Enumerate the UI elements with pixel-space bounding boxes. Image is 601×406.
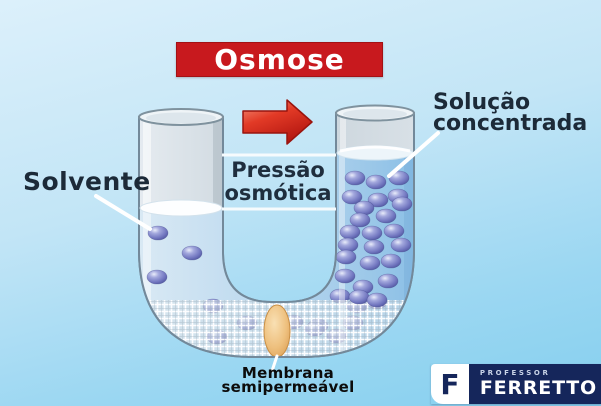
- solute-particle: [391, 196, 413, 212]
- solute-particle: [365, 174, 387, 190]
- solution-pointer-line: [387, 131, 440, 178]
- solute-particle: [335, 249, 357, 265]
- logo-subtitle: PROFESSOR: [479, 369, 551, 377]
- solute-particle: [353, 200, 375, 216]
- solute-particle: [375, 208, 397, 224]
- solute-particle: [344, 170, 366, 186]
- solute-dots-left: [146, 225, 203, 285]
- solute-particle: [377, 273, 399, 289]
- diagram-title-text: Osmose: [214, 43, 345, 76]
- membrane-pointer-line: [270, 354, 279, 373]
- solute-particle: [359, 255, 381, 271]
- solute-particle: [366, 292, 388, 308]
- u-tube-outline: [138, 112, 415, 358]
- logo-text-block: PROFESSOR FERRETTO: [468, 364, 601, 404]
- concentrated-solution-label: Solução concentrada: [433, 90, 588, 136]
- solute-particle: [390, 237, 412, 253]
- solute-particle: [367, 192, 389, 208]
- solute-particle: [348, 289, 370, 305]
- membrane-label-line1: Membrana: [241, 364, 335, 382]
- solution-label-line1: Solução: [433, 90, 531, 115]
- solute-particle: [181, 245, 203, 261]
- pressure-label-line2: osmótica: [224, 181, 332, 205]
- solute-particle: [339, 224, 361, 240]
- semipermeable-membrane-marker: [263, 304, 291, 358]
- ferretto-logo: F PROFESSOR FERRETTO: [431, 364, 601, 404]
- glass-highlight-left: [143, 121, 151, 207]
- solute-particle: [349, 212, 371, 228]
- logo-name: FERRETTO: [479, 377, 597, 399]
- solvent-pointer-line: [94, 194, 152, 231]
- solute-particle: [383, 223, 405, 239]
- solute-particle: [361, 225, 383, 241]
- solution-label-line2: concentrada: [433, 111, 588, 136]
- solute-dots-right: [334, 170, 413, 308]
- solute-particle: [334, 268, 356, 284]
- logo-f-icon: F: [431, 364, 469, 404]
- solute-particle: [380, 253, 402, 269]
- membrane-label: Membrana semipermeável: [209, 364, 367, 396]
- glass-shade-left: [213, 120, 222, 207]
- osmotic-pressure-label: Pressão osmótica: [216, 159, 340, 205]
- solute-particle: [147, 225, 169, 241]
- flow-arrow-icon: [242, 99, 313, 145]
- left-tube-rim-inner: [146, 112, 216, 124]
- left-water-surface: [139, 199, 223, 217]
- solute-particle: [363, 239, 385, 255]
- pressure-label-line1: Pressão: [231, 158, 325, 182]
- membrane-label-line2: semipermeável: [221, 378, 355, 396]
- glass-highlight-right: [340, 115, 346, 153]
- solute-particle: [341, 189, 363, 205]
- solvent-label: Solvente: [23, 167, 151, 196]
- right-water-surface-highlight: [339, 145, 411, 153]
- diagram-title: Osmose: [176, 42, 383, 77]
- solute-particle: [146, 269, 168, 285]
- right-tube-rim-inner: [343, 109, 407, 119]
